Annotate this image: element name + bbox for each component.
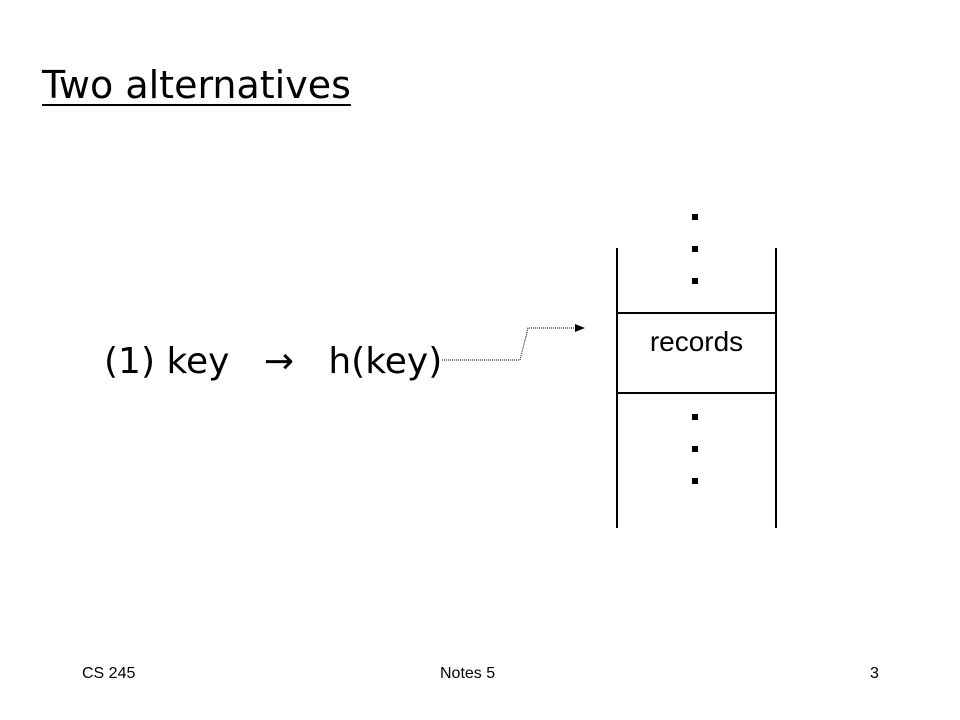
hash-formula: (1) key → h(key) bbox=[104, 340, 442, 384]
formula-key: (1) key bbox=[104, 341, 230, 382]
right-arrow-icon: → bbox=[263, 341, 294, 382]
ellipsis-dot-icon bbox=[692, 214, 698, 220]
formula-hash: h(key) bbox=[328, 341, 443, 382]
ellipsis-dot-icon bbox=[692, 414, 698, 420]
pointer-arrow-line bbox=[442, 324, 585, 361]
bucket-top-divider bbox=[616, 312, 777, 314]
ellipsis-dot-icon bbox=[692, 446, 698, 452]
ellipsis-dot-icon bbox=[692, 278, 698, 284]
slide-title: Two alternatives bbox=[42, 63, 351, 107]
footer-course: CS 245 bbox=[82, 665, 136, 682]
ellipsis-dot-icon bbox=[692, 478, 698, 484]
bucket-right-edge bbox=[775, 248, 777, 528]
ellipsis-dot-icon bbox=[692, 246, 698, 252]
bucket-left-edge bbox=[616, 248, 618, 528]
footer-notes: Notes 5 bbox=[440, 665, 496, 682]
footer-page-number: 3 bbox=[870, 665, 879, 682]
records-label: records bbox=[649, 326, 744, 357]
bucket-bottom-divider bbox=[616, 392, 777, 394]
